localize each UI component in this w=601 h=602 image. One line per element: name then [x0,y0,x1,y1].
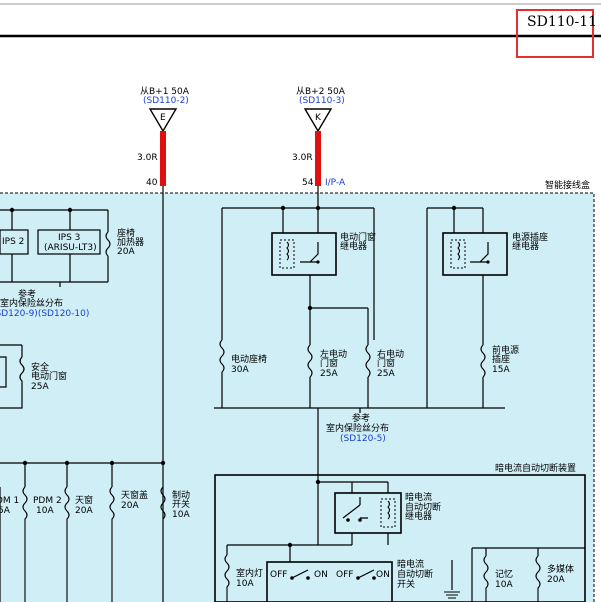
brake-switch-label-2: 开关 [172,498,190,510]
junction-box-label: 智能接线盒 [545,179,590,191]
dark-switch-on2: ON [376,570,390,580]
ref-center-line: 室内保险丝分布 [326,422,389,434]
dark-switch-label-3: 开关 [397,578,415,590]
dark-relay-box [334,492,402,534]
dark-relay-label-1: 暗电流 [405,491,432,503]
dark-relay-label-3: 继电器 [405,510,432,522]
left-window-label-2: 门窗 [320,357,338,369]
pdm2-label-2: 10A [36,506,54,516]
ref-left-line: 室内保险丝分布 [0,297,63,309]
multimedia-label-1: 多媒体 [547,563,574,575]
source2-ref: (SD110-3) [299,96,345,106]
dark-switch-off2: OFF [336,570,353,580]
pdm1-label-2: 5A [0,506,11,516]
ips2-box [0,229,29,255]
right-window-label-2: 门窗 [377,357,395,369]
dark-switch-label-2: 自动切断 [397,568,433,580]
outlet-relay-label-2: 继电器 [512,240,539,252]
memory-label-1: 记忆 [495,568,513,580]
front-outlet-label-3: 15A [492,365,510,375]
safety-window-fuse [0,344,25,409]
dark-current-device-label: 暗电流自动切断装置 [495,462,576,474]
source1-letter: E [160,113,166,123]
brake-switch-label-3: 10A [172,510,190,520]
source1-connector [148,108,178,133]
source2-conn: I/P-A [325,178,346,188]
power-seat-fuse [219,339,225,373]
left-window-label-3: 25A [320,369,338,379]
right-window-label-3: 25A [377,369,395,379]
junction-box-border [0,192,595,602]
sunroof-label-1: 天窗 [75,494,93,506]
source1-pin: 40 [146,178,158,188]
power-seat-label-2: 30A [231,365,249,375]
left-window-fuse [307,344,313,378]
dark-current-device-box [214,474,586,602]
safety-window-label-1: 安全 [31,361,49,373]
source1-ref: (SD110-2) [143,96,189,106]
safety-window-label-3: 25A [31,382,49,392]
window-relay-label-2: 继电器 [340,240,367,252]
source2-wire [315,131,321,186]
front-outlet-fuse [480,344,486,378]
source2-from: 从B+2 50A [296,86,346,97]
outlet-relay-label-1: 电源插座 [512,231,548,243]
source2-letter: K [315,113,322,123]
ips3-box [37,229,101,255]
pdm2-label-1: PDM 2 [33,496,62,506]
ref-left-title: 参考 [18,288,36,300]
room-lamp-label-2: 10A [236,579,254,589]
ref-left-refs: (SD120-9)(SD120-10) [0,309,89,319]
room-lamp-fuse [224,554,230,602]
room-lamp-label-1: 室内灯 [236,567,263,579]
seat-heater-fuse [105,231,111,257]
power-seat-label-1: 电动座椅 [231,353,267,365]
dark-relay-label-2: 自动切断 [405,501,441,513]
page-id: SD110-11 [527,14,597,30]
seat-heater-label-1: 座椅 [117,227,135,239]
source2-wire-label: 3.0R [292,153,313,163]
page-id-highlight [516,9,594,58]
seat-heater-label-2: 加热器 [117,236,144,248]
front-outlet-label-2: 插座 [492,353,510,365]
memory-fuse [483,555,489,602]
ref-center-title: 参考 [352,412,370,424]
ips3-sub: (ARISU-LT3) [44,243,97,253]
source2-connector [303,108,333,133]
safety-window-label-2: 电动门窗 [31,370,67,382]
window-relay-label-1: 电动门窗 [340,231,376,243]
ref-center-refs: (SD120-5) [340,434,386,444]
multimedia-fuse [535,555,541,602]
sunroof-shade-label-1: 天窗盖 [121,489,148,501]
pdm2-fuse [22,486,28,602]
left-window-label-1: 左电动 [320,348,347,360]
dark-switch-on1: ON [314,570,328,580]
source1-wire-label: 3.0R [137,153,158,163]
sunroof-shade-label-2: 20A [121,501,139,511]
front-outlet-label-1: 前电源 [492,344,519,356]
sunroof-shade-fuse [109,486,115,602]
right-window-fuse [365,344,371,378]
right-window-label-1: 右电动 [377,348,404,360]
seat-heater-label-3: 20A [117,247,135,257]
source1-wire [160,131,166,186]
brake-switch-fuse [160,486,166,520]
source2-pin: 54 [302,178,314,188]
source1-from: 从B+1 50A [140,86,190,97]
sunroof-label-2: 20A [75,506,93,516]
pdm1-label-1: DM 1 [0,496,19,506]
ips3-label: IPS 3 [58,233,80,243]
dark-switch-off1: OFF [270,570,287,580]
sunroof-fuse [64,486,70,602]
dark-switch-label-1: 暗电流 [397,558,424,570]
outlet-relay-box [442,232,508,276]
ips2-label: IPS 2 [2,237,24,247]
multimedia-label-2: 20A [547,575,565,585]
brake-switch-label-1: 制动 [172,489,190,501]
dark-switch-box [266,561,393,602]
memory-label-2: 10A [495,580,513,590]
window-relay-box [271,232,337,276]
